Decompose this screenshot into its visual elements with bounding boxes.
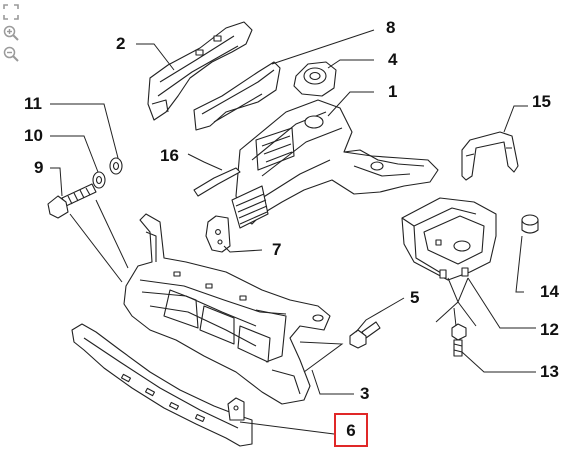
leader-lines xyxy=(50,30,536,434)
callout-9[interactable]: 9 xyxy=(34,158,44,177)
part-15-strap[interactable] xyxy=(462,132,518,180)
part-10-washer[interactable] xyxy=(93,172,105,188)
callout-5[interactable]: 5 xyxy=(410,288,420,307)
zoom-out-icon[interactable] xyxy=(2,45,20,63)
part-16-strip[interactable] xyxy=(194,168,240,196)
part-13-bolt[interactable] xyxy=(452,324,466,356)
part-4-mount[interactable] xyxy=(294,62,336,96)
callout-4[interactable]: 4 xyxy=(388,50,398,69)
part-1-frame[interactable] xyxy=(232,100,438,228)
part-8-reinforcement[interactable] xyxy=(194,62,280,130)
part-14-pad[interactable] xyxy=(522,215,538,233)
zoom-in-icon[interactable] xyxy=(2,24,20,42)
callout-6: 6 xyxy=(346,421,356,440)
part-3-front-panel[interactable] xyxy=(124,214,330,404)
fullscreen-icon[interactable] xyxy=(2,3,20,21)
callout-8[interactable]: 8 xyxy=(386,18,396,37)
callout-6-selected[interactable]: 6 xyxy=(334,413,368,447)
callout-15[interactable]: 15 xyxy=(532,92,551,111)
callout-1[interactable]: 1 xyxy=(388,82,398,101)
callout-3[interactable]: 3 xyxy=(360,384,370,403)
part-5-bolt[interactable] xyxy=(350,322,380,348)
callout-7[interactable]: 7 xyxy=(272,240,282,259)
part-11-nut[interactable] xyxy=(110,158,122,174)
part-12-tray[interactable] xyxy=(402,198,496,280)
callout-10[interactable]: 10 xyxy=(24,126,43,145)
callout-12[interactable]: 12 xyxy=(540,320,559,339)
callout-16[interactable]: 16 xyxy=(160,146,179,165)
part-7-bracket[interactable] xyxy=(206,216,230,252)
callout-2[interactable]: 2 xyxy=(116,34,126,53)
part-9-bolt[interactable] xyxy=(48,184,96,218)
callout-11[interactable]: 11 xyxy=(24,94,42,113)
part-2-bracket[interactable] xyxy=(148,22,252,120)
callout-14[interactable]: 14 xyxy=(540,282,559,301)
callout-13[interactable]: 13 xyxy=(540,362,559,381)
part-6-bumper-beam[interactable] xyxy=(72,324,252,446)
